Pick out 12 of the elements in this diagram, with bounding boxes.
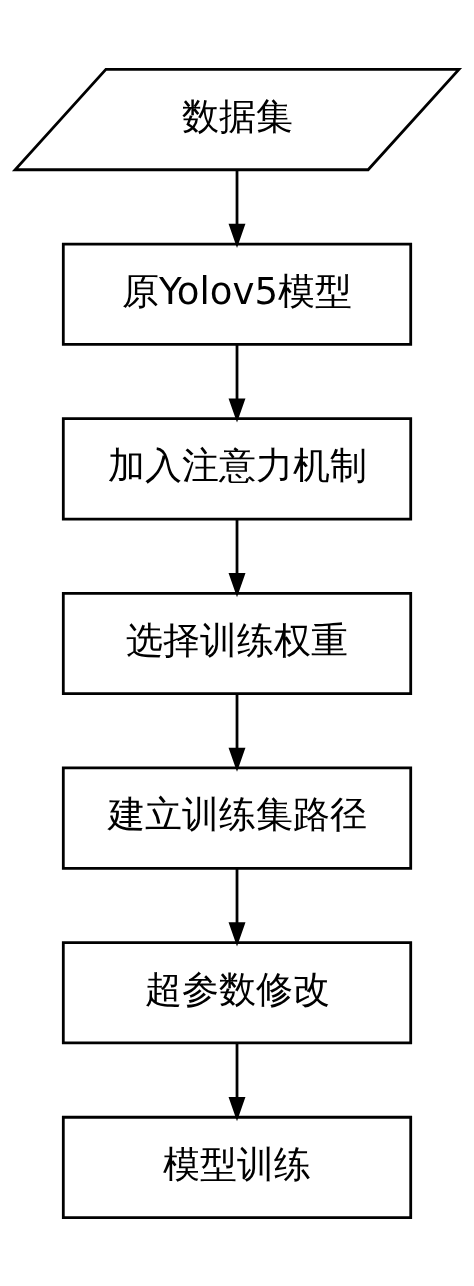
arrow [228, 868, 246, 946]
node-box: 原Yolov5模型 [61, 242, 413, 346]
arrow [228, 693, 246, 772]
arrow [228, 1042, 246, 1121]
node-box: 建立训练集路径 [61, 766, 413, 870]
arrow [228, 169, 246, 248]
node-box: 模型训练 [61, 1115, 413, 1219]
node-box: 加入注意力机制 [61, 416, 413, 520]
node-box: 选择训练权重 [61, 591, 413, 695]
arrow [228, 518, 246, 597]
node-box: 超参数修改 [61, 940, 413, 1044]
arrow [228, 344, 246, 423]
